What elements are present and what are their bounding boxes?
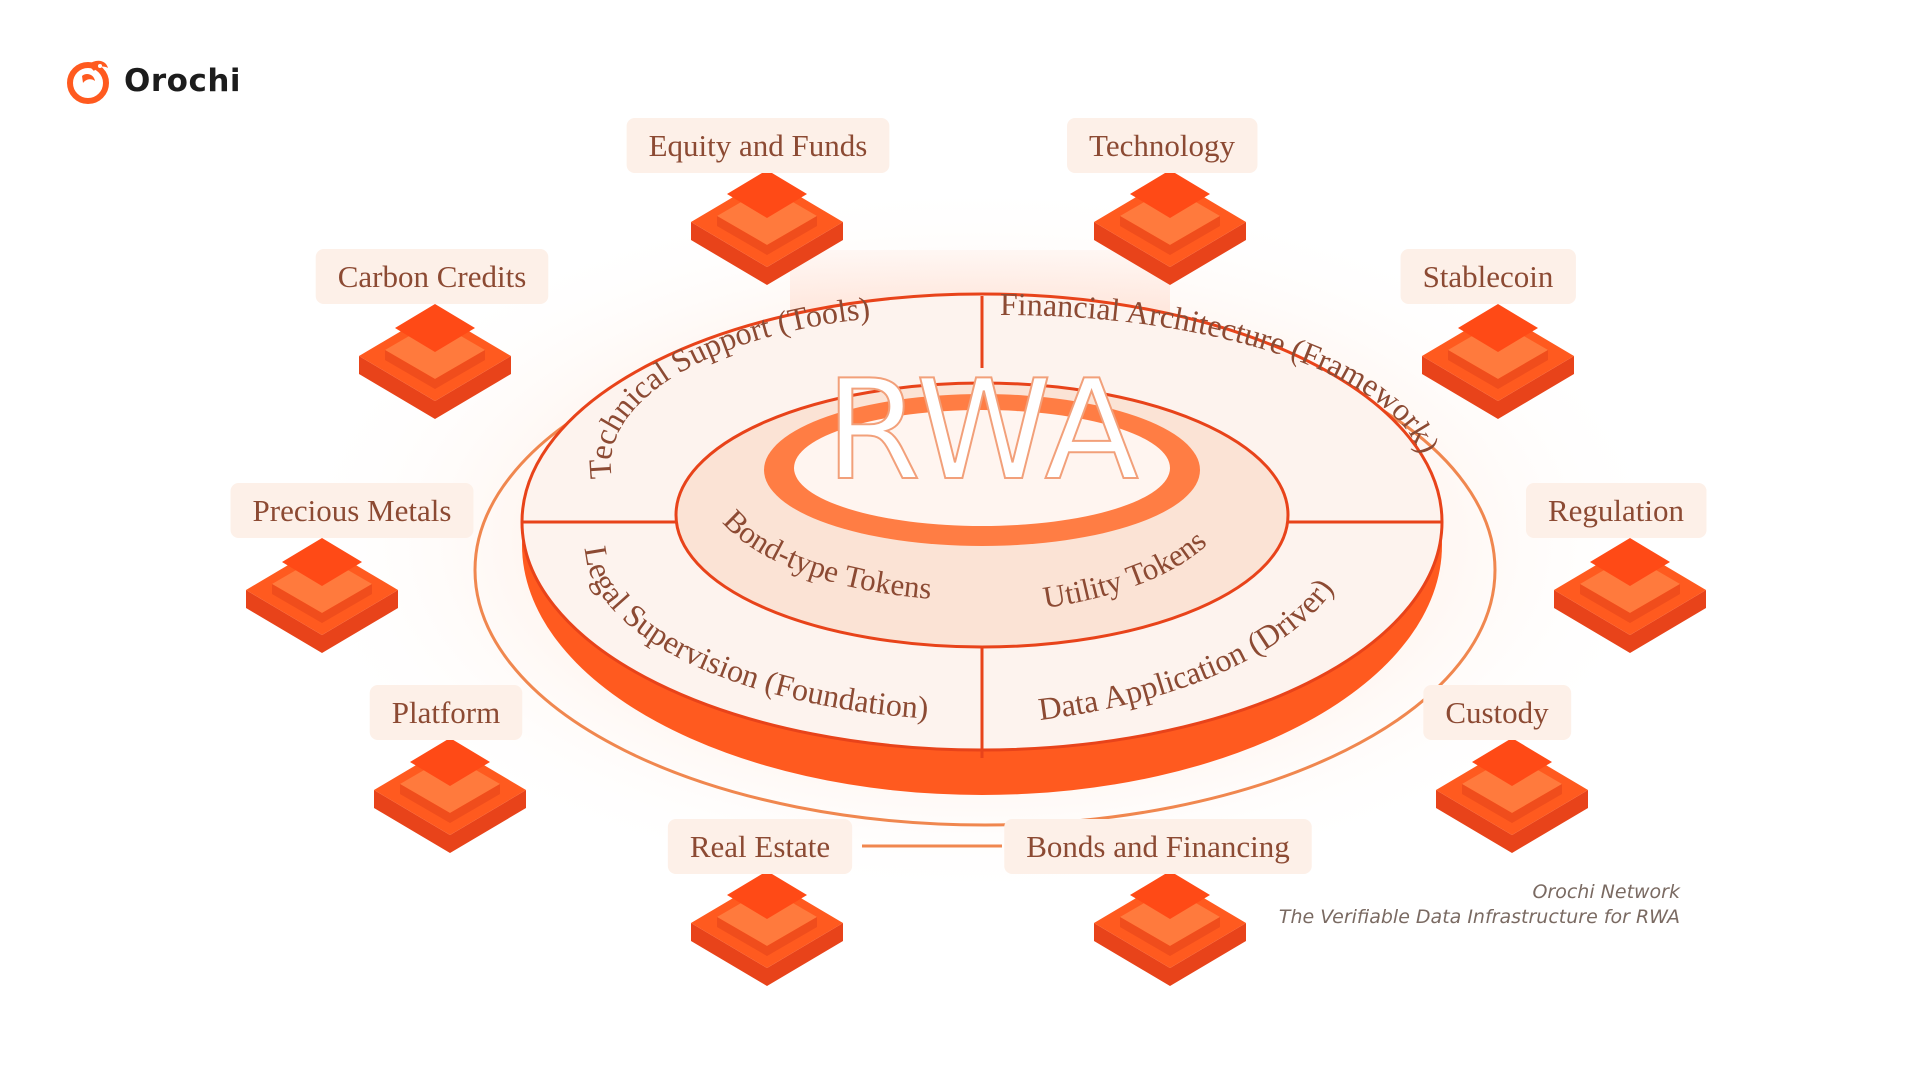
layered-block-icon [359, 304, 511, 419]
asset-node-bonds[interactable]: Bonds and Financing [1004, 819, 1312, 986]
layered-block-icon [1094, 170, 1246, 285]
asset-node-label-bg [315, 249, 549, 304]
layered-block-icon [1436, 738, 1588, 853]
asset-node-label-bg [1067, 118, 1258, 173]
asset-node-platform[interactable]: Platform [369, 685, 526, 853]
asset-node-label: Custody [1445, 695, 1549, 730]
layered-block-icon [691, 170, 843, 285]
asset-node-label-bg [1400, 249, 1576, 304]
layered-block-icon [1094, 871, 1246, 986]
asset-node-label-bg [1423, 685, 1572, 740]
asset-node-regulation[interactable]: Regulation [1525, 483, 1707, 653]
asset-node-label-bg [626, 118, 890, 173]
core-center [794, 410, 1170, 526]
asset-node-label: Platform [392, 695, 501, 730]
asset-node-realestate[interactable]: Real Estate [667, 819, 853, 986]
footer-caption: Orochi Network The Verifiable Data Infra… [1279, 880, 1680, 930]
brand-logo[interactable]: Orochi [64, 56, 241, 106]
asset-node-label: Real Estate [690, 829, 830, 864]
layered-block-icon [1554, 538, 1706, 653]
asset-node-technology[interactable]: Technology [1067, 118, 1258, 285]
layered-block-icon [374, 738, 526, 853]
asset-node-label: Technology [1089, 128, 1235, 163]
asset-node-label-bg [1004, 819, 1312, 874]
brand-name: Orochi [124, 63, 242, 99]
asset-node-label-bg [1525, 483, 1707, 538]
asset-node-stablecoin[interactable]: Stablecoin [1400, 249, 1576, 419]
footer-network-name: Orochi Network [1532, 881, 1680, 903]
asset-node-label: Precious Metals [253, 493, 452, 528]
asset-node-label: Stablecoin [1423, 259, 1554, 294]
layered-block-icon [691, 871, 843, 986]
asset-node-custody[interactable]: Custody [1423, 685, 1588, 853]
asset-node-equity[interactable]: Equity and Funds [626, 118, 890, 285]
footer-tagline: The Verifiable Data Infrastructure for R… [1278, 906, 1680, 928]
asset-node-carbon[interactable]: Carbon Credits [315, 249, 549, 419]
asset-node-label: Bonds and Financing [1026, 829, 1290, 864]
rwa-title: RWA [825, 350, 1139, 511]
orochi-dragon-logo-icon [67, 60, 109, 104]
layered-block-icon [1422, 304, 1574, 419]
asset-node-label: Regulation [1548, 493, 1685, 528]
asset-node-metals[interactable]: Precious Metals [230, 483, 474, 653]
asset-node-label-bg [667, 819, 853, 874]
layered-block-icon [246, 538, 398, 653]
asset-node-label: Carbon Credits [338, 259, 527, 294]
asset-node-label: Equity and Funds [649, 128, 868, 163]
asset-node-label-bg [369, 685, 523, 740]
asset-node-label-bg [230, 483, 474, 538]
